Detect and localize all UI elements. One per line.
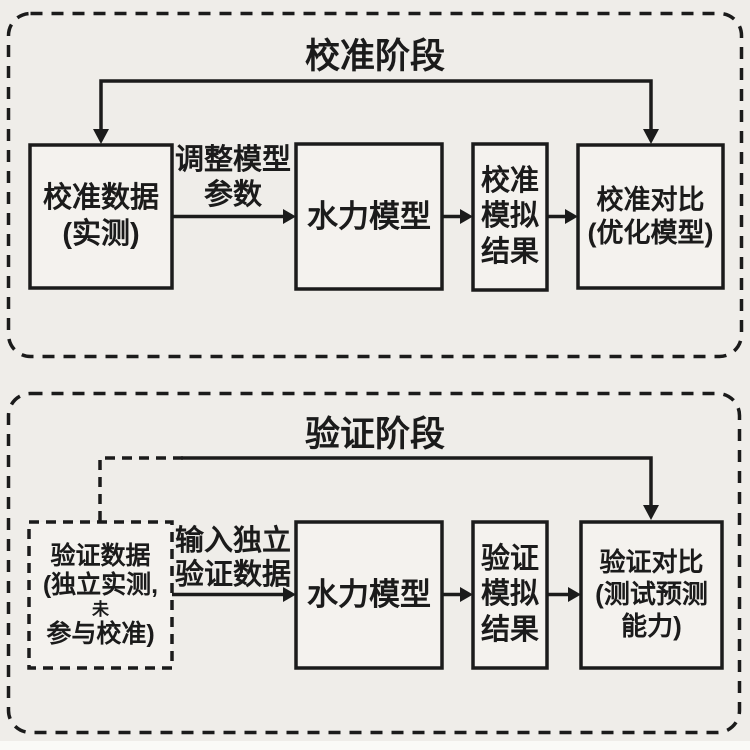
validation-result-line3: 结果 (480, 613, 539, 646)
calibration-result-line2: 模拟 (480, 200, 539, 233)
calibration-result-line3: 结果 (480, 235, 539, 268)
validation-model-label: 水力模型 (296, 522, 442, 668)
arrowhead-calibration-model-to-result (460, 209, 473, 224)
validation-data-box (27, 520, 174, 670)
validation-phase-title: 验证阶段 (304, 415, 445, 454)
validation-model-text: 水力模型 (307, 577, 431, 613)
validation-compare-label: 验证对比 (测试预测 能力) (581, 522, 722, 668)
validation-compare-box (579, 520, 724, 670)
validation-result-line2: 模拟 (480, 578, 539, 611)
calibration-result-box (471, 142, 549, 292)
validation-data-line4: 参与校准) (46, 619, 155, 648)
calibration-phase-container (6, 11, 744, 359)
calibration-phase-title: 校准阶段 (304, 37, 445, 76)
calibration-result-line1: 校准 (480, 164, 539, 197)
adjust-parameters-arrow-label: 调整模型 参数 (168, 143, 298, 213)
arrowhead-validation-data-to-model (283, 587, 296, 602)
input-validation-data-arrow-label: 输入独立 验证数据 (170, 524, 296, 592)
validation-feedback-line-solid (181, 456, 653, 506)
input-label-line2: 验证数据 (174, 559, 291, 591)
adjust-label-line1: 调整模型 (174, 144, 291, 176)
arrowhead-validation-result-to-compare (568, 587, 581, 602)
input-label-line1: 输入独立 (174, 525, 291, 557)
validation-data-label: 验证数据 (独立实测, 未 参与校准) (29, 522, 172, 668)
calibration-data-box (28, 143, 174, 290)
validation-result-label: 验证 模拟 结果 (473, 522, 547, 668)
adjust-label-line2: 参数 (203, 179, 262, 211)
calibration-result-label: 校准 模拟 结果 (473, 144, 547, 290)
validation-result-line1: 验证 (480, 542, 539, 575)
calibration-compare-label: 校准对比 (优化模型) (578, 145, 723, 288)
bottom-margin-strip (0, 741, 750, 750)
calibration-feedback-line (99, 79, 653, 131)
calibration-compare-box (576, 143, 725, 290)
arrowhead-down-into-calibration-compare (643, 129, 659, 144)
calibration-data-line1: 校准数据 (42, 182, 159, 215)
calibration-compare-line2: (优化模型) (587, 217, 714, 248)
arrowhead-down-into-calibration-data (93, 129, 109, 144)
calibration-data-label: 校准数据 (实测) (30, 145, 172, 288)
validation-phase-container (6, 391, 742, 735)
validation-compare-line1: 验证对比 (599, 547, 704, 578)
calibration-model-label: 水力模型 (296, 144, 442, 289)
calibration-data-line2: (实测) (62, 217, 140, 250)
validation-data-line1: 验证数据 (50, 541, 151, 570)
validation-compare-line2: (测试预测 (595, 579, 708, 610)
arrowhead-calibration-result-to-compare (565, 209, 578, 224)
calibration-compare-line1: 校准对比 (596, 184, 705, 215)
arrowhead-calibration-data-to-model (283, 209, 296, 224)
arrowhead-validation-model-to-result (460, 587, 473, 602)
validation-data-line3: 未 (92, 599, 109, 619)
validation-feedback-line-dashed (98, 456, 183, 521)
arrowhead-down-into-validation-compare (643, 505, 659, 520)
calibration-model-text: 水力模型 (307, 198, 431, 234)
validation-data-line2: (独立实测, (42, 570, 159, 599)
validation-compare-line3: 能力) (621, 610, 682, 641)
